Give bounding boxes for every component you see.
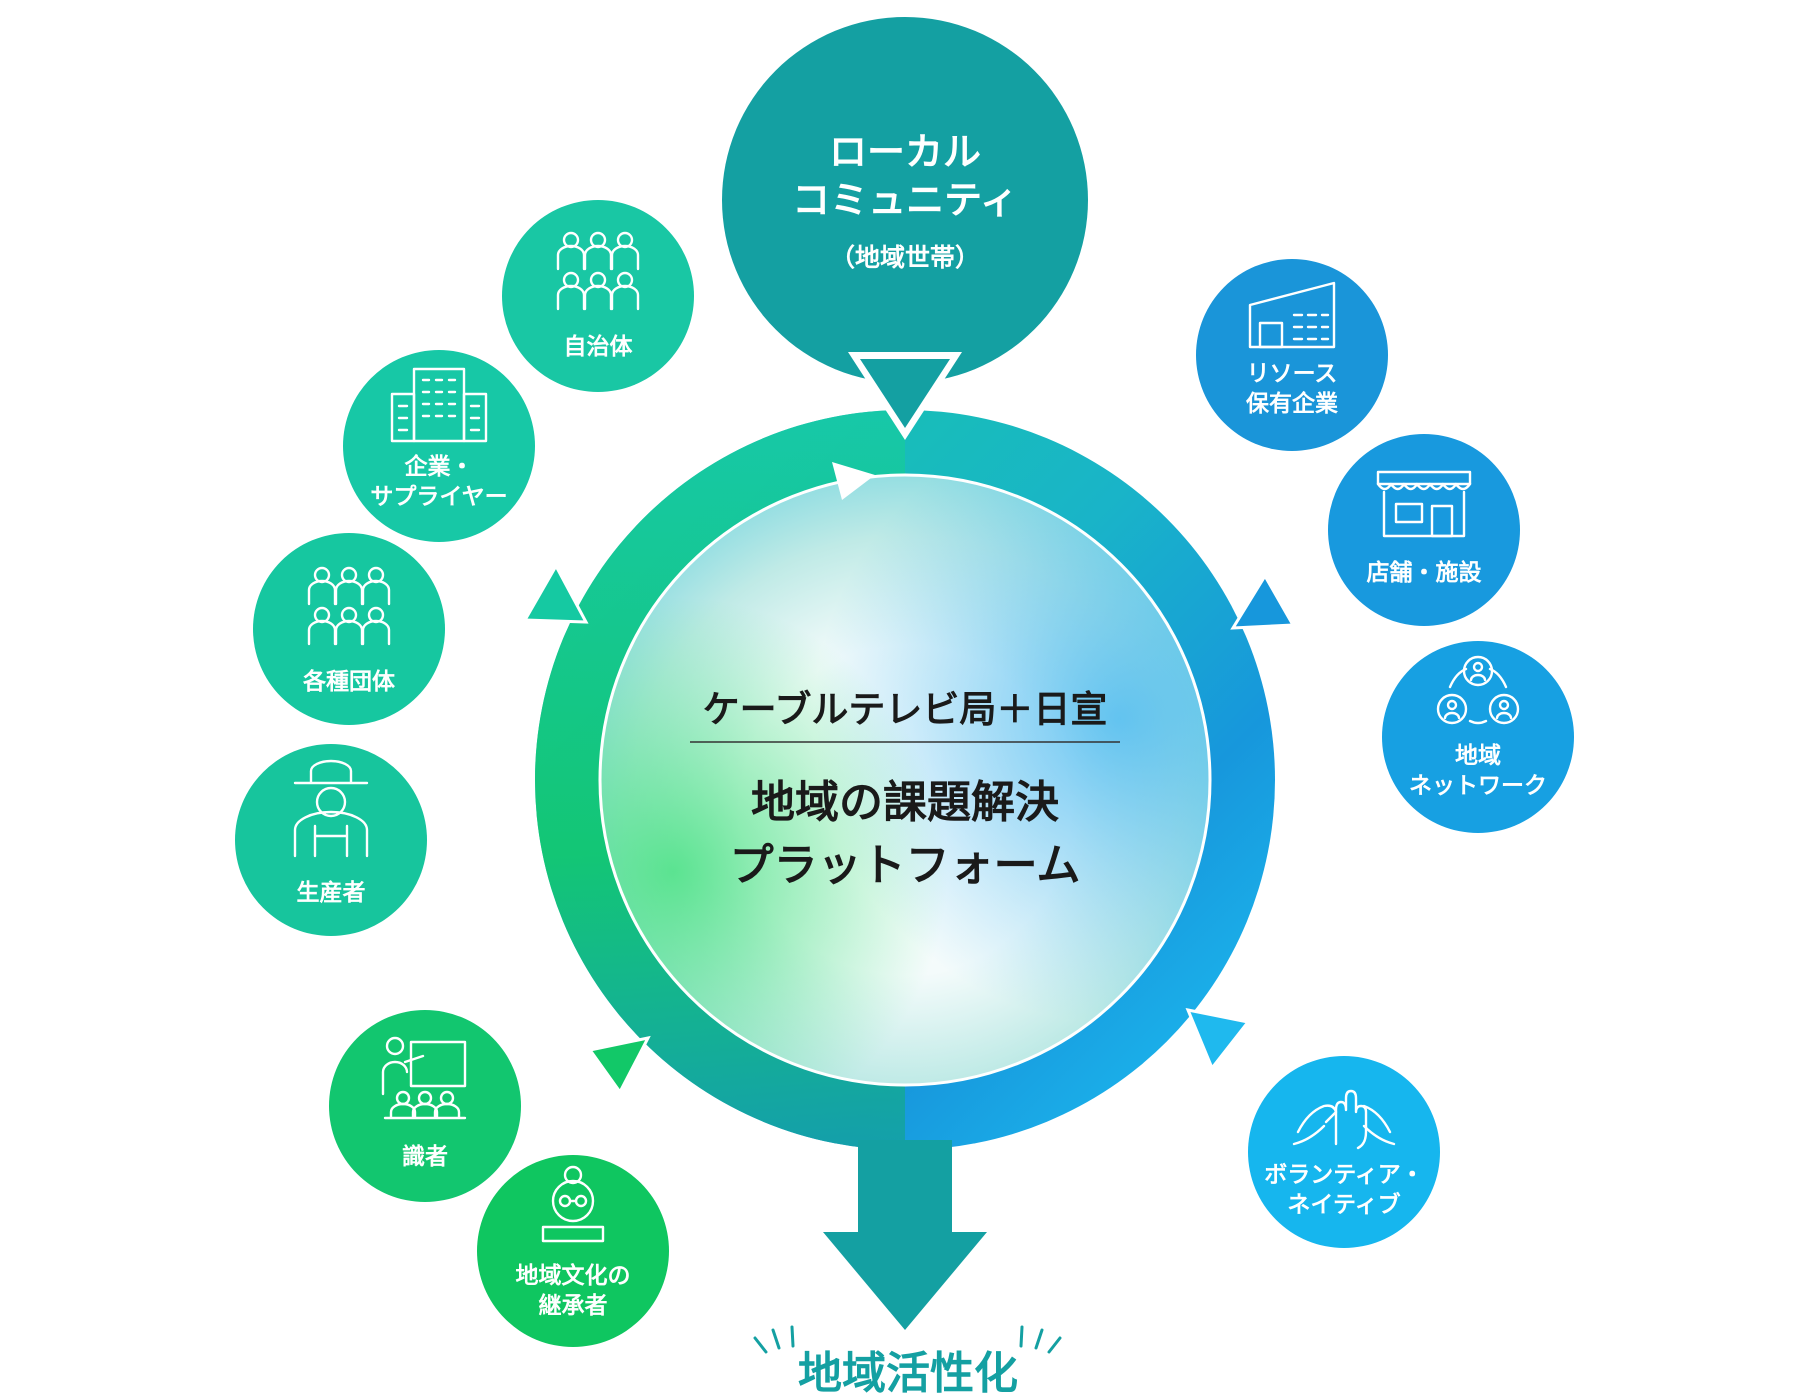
elder-person-icon (541, 1165, 605, 1243)
sparkle-left-icon (753, 1325, 795, 1354)
top-node-title-line2: コミュニティ (792, 178, 1018, 222)
center-heading: ケーブルテレビ局＋日宣 (703, 688, 1108, 731)
outcome-label: 地域活性化 (798, 1348, 1018, 1399)
office-building-icon (390, 367, 488, 443)
cycle-arrow-right (1230, 573, 1296, 630)
top-node-local-community: ローカル コミュニティ （地域世帯） (722, 17, 1088, 440)
cycle-arrows (522, 462, 1296, 1095)
people-group-icon (307, 566, 391, 646)
center-title-line1: 地域の課題解決 (751, 777, 1059, 828)
people-group-icon (556, 231, 640, 311)
node-shikisha: 識者 (329, 1010, 521, 1202)
node-volunteer: ボランティア・ ネイティブ (1248, 1056, 1440, 1248)
node-volunteer-label-line2: ネイティブ (1287, 1191, 1400, 1218)
network-cycle-icon (1436, 655, 1520, 725)
node-resource-label-line2: 保有企業 (1245, 390, 1339, 417)
cycle-arrow-left (522, 562, 589, 624)
center-text: ケーブルテレビ局＋日宣 地域の課題解決 プラットフォーム (690, 688, 1120, 891)
node-kakushu: 各種団体 (253, 533, 445, 725)
platform-core (598, 473, 1212, 1087)
node-seisansha-label: 生産者 (297, 879, 366, 906)
node-network-label-line2: ネットワーク (1409, 773, 1547, 799)
node-resource: リソース 保有企業 (1196, 259, 1388, 451)
cycle-arrow-top (832, 462, 875, 500)
node-jichitai: 自治体 (502, 200, 694, 392)
node-kakushu-label: 各種団体 (302, 668, 396, 695)
node-volunteer-label-line1: ボランティア・ (1264, 1162, 1424, 1188)
node-keishosha-label-line2: 継承者 (539, 1292, 608, 1319)
center-title-line2: プラットフォーム (730, 840, 1081, 891)
farmer-icon (293, 759, 369, 858)
node-seisansha: 生産者 (235, 744, 427, 936)
presenter-icon (381, 1036, 467, 1120)
joined-hands-icon (1292, 1089, 1396, 1150)
node-keishosha-label-line1: 地域文化の (516, 1262, 631, 1289)
node-network-label-line1: 地域 (1455, 742, 1501, 769)
node-jichitai-label: 自治体 (564, 333, 634, 360)
top-node-title-line1: ローカル (829, 130, 981, 174)
storefront-icon (1376, 470, 1472, 538)
warehouse-icon (1248, 281, 1336, 349)
outcome-arrow (823, 1140, 987, 1330)
node-tenpo-label: 店舗・施設 (1367, 559, 1483, 586)
top-node-subtitle: （地域世帯） (830, 243, 980, 272)
node-network: 地域 ネットワーク (1382, 641, 1574, 833)
cycle-arrow-lower-right (1185, 1007, 1251, 1071)
cycle-arrow-lower-left (587, 1035, 651, 1095)
node-kigyo-label-line2: サプライヤー (370, 484, 507, 510)
outcome: 地域活性化 (753, 1325, 1062, 1399)
node-kigyo-label-line1: 企業・ (404, 453, 474, 480)
node-tenpo: 店舗・施設 (1328, 434, 1520, 626)
sparkle-right-icon (1019, 1325, 1062, 1354)
node-shikisha-label: 識者 (402, 1143, 448, 1170)
node-keishosha: 地域文化の 継承者 (477, 1155, 669, 1347)
node-kigyo: 企業・ サプライヤー (343, 350, 535, 542)
node-resource-label-line1: リソース (1247, 361, 1338, 387)
